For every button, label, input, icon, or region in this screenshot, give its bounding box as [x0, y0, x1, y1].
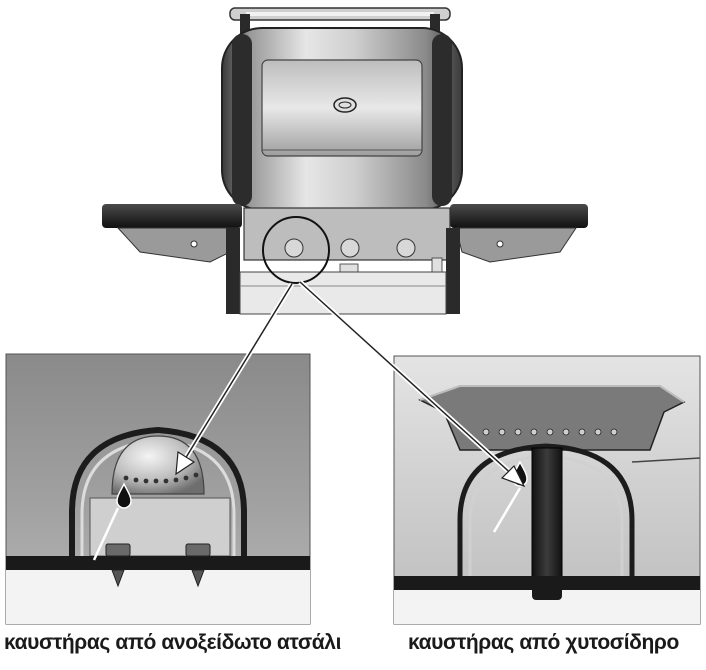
- control-panel: [243, 207, 451, 279]
- burner-tube: [531, 447, 563, 599]
- flame-icon: [116, 482, 132, 509]
- cast-iron-burner-panel: [393, 355, 701, 625]
- magnify-circle: [262, 216, 330, 284]
- stainless-burner-panel: [5, 353, 311, 625]
- stainless-burner-caption: καυστήρας από ανοξείδωτο ατσάλι: [4, 631, 342, 654]
- cast-iron-burner-caption: καυστήρας από χυτοσίδηρο: [408, 631, 679, 654]
- right-side-shelf: [450, 204, 588, 263]
- grill-logo-icon: [333, 97, 357, 113]
- burner-ports: [482, 428, 618, 436]
- grill-overview: [102, 7, 588, 315]
- callout-arrows: [175, 280, 526, 488]
- cast-burner-body: [418, 385, 686, 451]
- left-side-shelf: [102, 204, 242, 263]
- burner-ports: [123, 472, 199, 484]
- grill-hood: [221, 27, 463, 211]
- cart-frame: [226, 228, 460, 315]
